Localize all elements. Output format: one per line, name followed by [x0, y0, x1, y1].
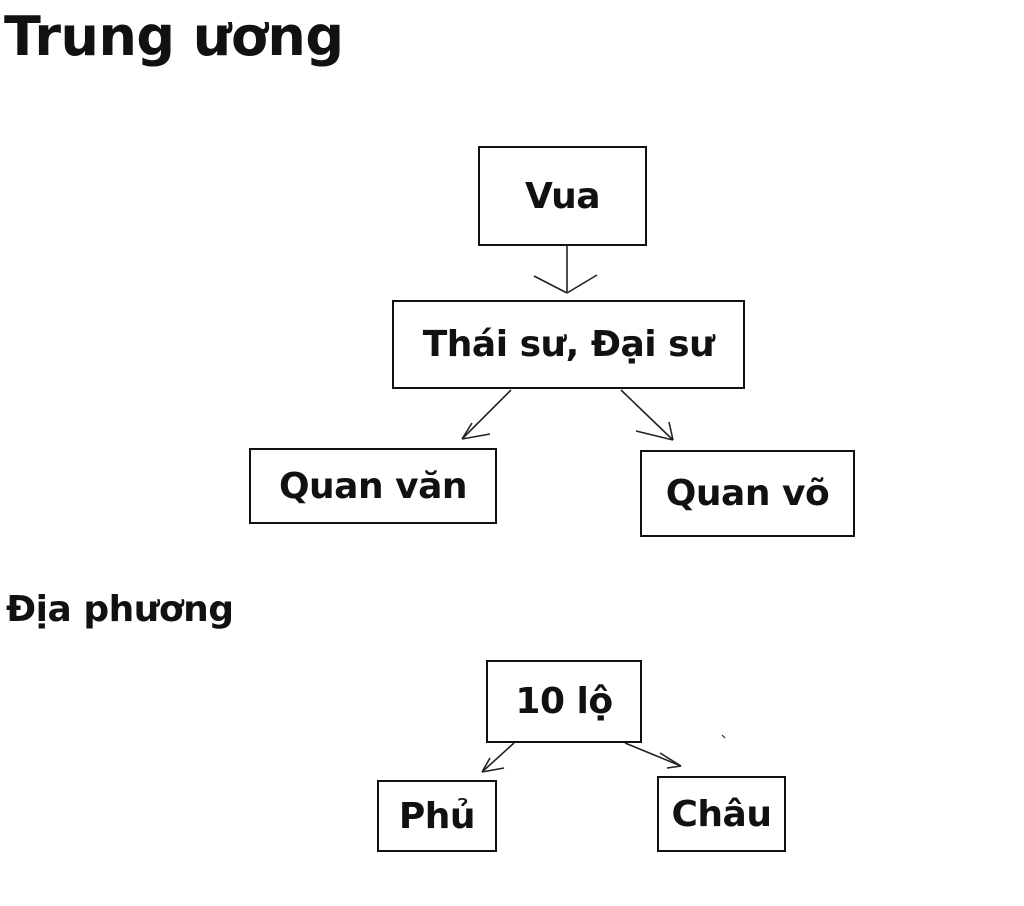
stray-mark [721, 734, 726, 739]
arrow-thai-su-to-quan-vo [620, 389, 674, 441]
node-phu: Phủ [377, 780, 497, 852]
node-chau: Châu [657, 776, 786, 852]
node-quan-vo: Quan võ [640, 450, 855, 537]
arrow-10-lo-to-phu [481, 742, 515, 773]
arrow-vua-to-thai-su [533, 246, 598, 294]
node-10-lo: 10 lộ [486, 660, 642, 743]
node-thai-su-dai-su: Thái sư, Đại sư [392, 300, 745, 389]
node-quan-van: Quan văn [249, 448, 497, 524]
section-heading-local: Địa phương [6, 589, 234, 630]
node-vua: Vua [478, 146, 647, 246]
arrow-thai-su-to-quan-van [461, 389, 512, 440]
arrow-10-lo-to-chau [624, 742, 682, 769]
section-heading-central: Trung ương [4, 5, 344, 68]
